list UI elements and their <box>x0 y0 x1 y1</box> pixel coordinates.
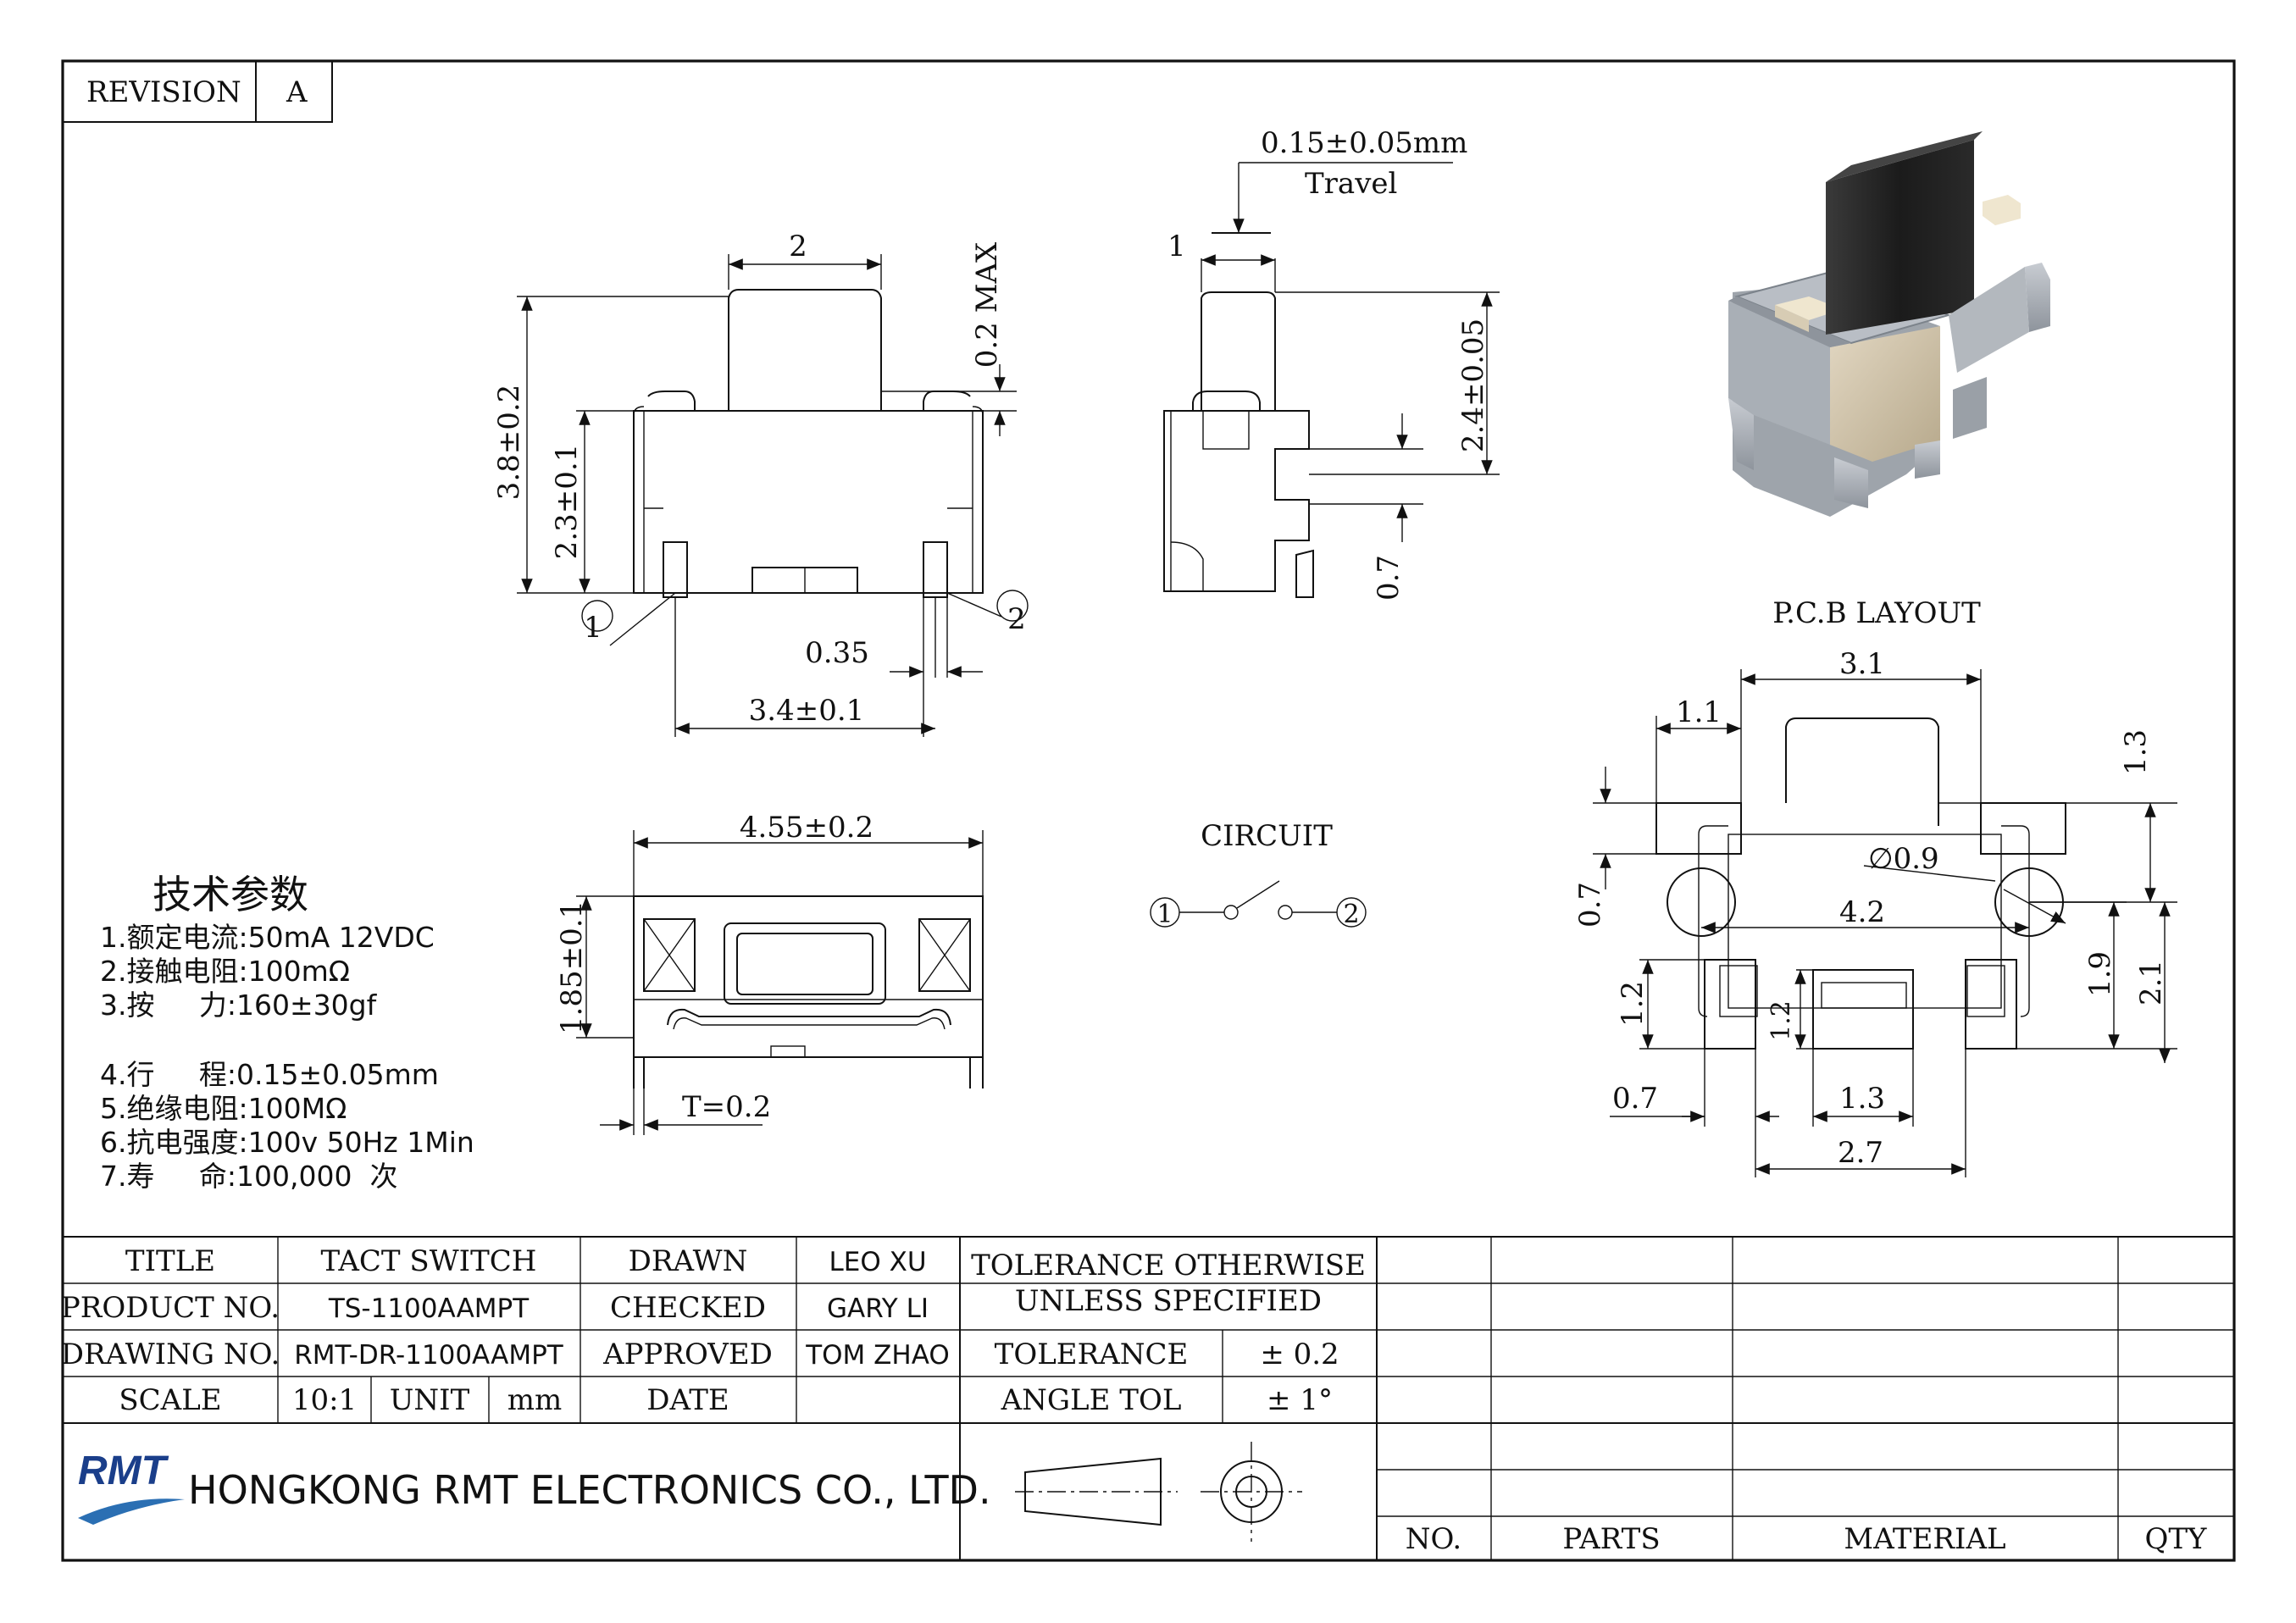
spec-line-1: 1.额定电流:50mA 12VDC <box>100 921 435 954</box>
projection-symbol <box>1015 1442 1302 1542</box>
dim-travel-value: 0.15±0.05mm <box>1261 126 1467 160</box>
dim-side-height: 2.4±0.05 <box>1456 319 1490 452</box>
tb-scale-label: SCALE <box>119 1383 221 1417</box>
tb-drawn-value: LEO XU <box>829 1247 926 1277</box>
pcb-dim-07b: 0.7 <box>1612 1082 1658 1116</box>
tb-date-label: DATE <box>646 1383 729 1417</box>
pin-2 <box>923 541 948 598</box>
specs-list: 技术参数 1.额定电流:50mA 12VDC 2.接触电阻:100mΩ 3.按 … <box>100 872 474 1193</box>
pin1-label: 1 <box>584 611 602 645</box>
front-actuator <box>728 289 882 411</box>
pcb-hole-left <box>1667 867 1736 937</box>
dim-top-width: 2 <box>789 230 807 263</box>
revision-box: REVISION A <box>62 60 333 123</box>
switch-3d-render <box>1728 131 2050 517</box>
dim-side-actuator: 1 <box>1167 230 1186 263</box>
tb-angle-label: ANGLE TOL <box>1001 1383 1182 1417</box>
specs-heading: 技术参数 <box>153 872 308 917</box>
spec-line-4: 4.行 程:0.15±0.05mm <box>100 1058 439 1091</box>
tb-tol-label: TOLERANCE <box>995 1338 1189 1371</box>
dim-pin-width: 0.35 <box>805 636 869 670</box>
pcb-pad-top-right <box>1980 802 2066 855</box>
tb-tol-header-2: UNLESS SPECIFIED <box>1015 1284 1322 1318</box>
revision-label: REVISION <box>86 75 241 109</box>
dim-bottom-height: 1.85±0.1 <box>555 900 589 1034</box>
tb-approved-label: APPROVED <box>602 1338 773 1371</box>
tb-unit-label: UNIT <box>390 1383 470 1417</box>
spec-line-2: 2.接触电阻:100mΩ <box>100 955 350 988</box>
tb-unit-value: mm <box>507 1383 562 1417</box>
company-logo: RMT <box>78 1449 185 1525</box>
pcb-layout: P.C.B LAYOUT 3.1 1.1 1.3 0.7 <box>1573 596 2177 1177</box>
pcb-dim-27: 2.7 <box>1838 1136 1883 1170</box>
dim-side-bottom: 0.7 <box>1372 555 1406 601</box>
title-block: TITLE TACT SWITCH PRODUCT NO. TS-1100AAM… <box>61 1236 2234 1560</box>
pcb-dim-21: 2.1 <box>2134 960 2168 1005</box>
tb-checked-value: GARY LI <box>827 1293 929 1324</box>
pin-1 <box>663 541 688 598</box>
bottom-window <box>724 922 886 1005</box>
company-name: HONGKONG RMT ELECTRONICS CO., LTD. <box>188 1467 991 1513</box>
tb-parts-material: MATERIAL <box>1844 1522 2005 1556</box>
circuit-symbol: CIRCUIT 1 2 <box>1150 819 1367 929</box>
pin2-label: 2 <box>1007 602 1026 636</box>
tb-drawing-label: DRAWING NO. <box>61 1338 280 1371</box>
tb-parts-no: NO. <box>1406 1522 1461 1556</box>
pcb-pad-bottom-left <box>1704 959 1756 1050</box>
spec-line-7: 7.寿 命:100,000 次 <box>100 1160 398 1193</box>
pcb-dim-11: 1.1 <box>1676 695 1722 729</box>
tb-parts-qty: QTY <box>2145 1522 2208 1556</box>
dim-travel-label: Travel <box>1305 167 1397 201</box>
front-body <box>633 410 984 594</box>
side-actuator <box>1201 291 1276 411</box>
dim-max: 0.2 MAX <box>970 241 1004 368</box>
dim-pin-span: 3.4±0.1 <box>749 694 865 728</box>
pcb-dim-13b: 1.3 <box>1839 1082 1885 1116</box>
dim-thickness: T=0.2 <box>682 1090 771 1124</box>
tb-title-label: TITLE <box>125 1244 215 1278</box>
circuit-node-2: 2 <box>1343 900 1359 929</box>
spec-line-6: 6.抗电强度:100v 50Hz 1Min <box>100 1126 474 1159</box>
dim-bottom-width: 4.55±0.2 <box>740 811 873 845</box>
bottom-pad-right <box>918 918 971 992</box>
tb-tol-header-1: TOLERANCE OTHERWISE <box>971 1249 1366 1282</box>
pcb-dim-19: 1.9 <box>2083 951 2117 997</box>
pcb-dim-31: 3.1 <box>1839 647 1885 681</box>
pcb-dim-13: 1.3 <box>2119 729 2153 775</box>
tb-approved-value: TOM ZHAO <box>805 1340 950 1371</box>
tb-product-label: PRODUCT NO. <box>61 1291 280 1325</box>
dim-height-total: 3.8±0.2 <box>492 385 526 501</box>
pcb-pad-center <box>1812 969 1914 1050</box>
bottom-pad-left <box>643 918 696 992</box>
revision-value: A <box>286 75 308 109</box>
tb-drawn-label: DRAWN <box>629 1244 748 1278</box>
tb-scale-value: 10:1 <box>292 1383 357 1417</box>
bottom-body <box>633 895 984 1058</box>
pcb-dim-09: ∅0.9 <box>1868 842 1939 876</box>
tb-tol-value: ± 0.2 <box>1260 1338 1339 1371</box>
spec-line-5: 5.绝缘电阻:100MΩ <box>100 1092 347 1125</box>
bottom-view: 4.55±0.2 1.85±0.1 T=0.2 <box>555 811 984 1135</box>
pcb-pad-bottom-right <box>1965 959 2017 1050</box>
tb-parts-parts: PARTS <box>1562 1522 1660 1556</box>
pcb-title: P.C.B LAYOUT <box>1772 596 1981 630</box>
dim-height-body: 2.3±0.1 <box>550 444 584 560</box>
tb-title-value: TACT SWITCH <box>321 1244 537 1278</box>
pcb-dim-07a: 0.7 <box>1573 882 1607 928</box>
circuit-node-1: 1 <box>1156 900 1173 929</box>
side-view: 1 0.15±0.05mm Travel 2.4±0.05 0.7 <box>1163 126 1500 601</box>
front-view: 2 3.8±0.2 2.3±0.1 0.2 MAX 3.4±0.1 0.35 1… <box>492 230 1029 737</box>
circuit-title: CIRCUIT <box>1201 819 1333 853</box>
tb-checked-label: CHECKED <box>610 1291 766 1325</box>
spec-line-3: 3.按 力:160±30gf <box>100 989 378 1022</box>
logo-text: RMT <box>78 1449 169 1493</box>
pcb-dim-12b: 1.2 <box>1766 1000 1796 1041</box>
sheet-border <box>61 59 2236 1562</box>
tb-angle-value: ± 1° <box>1267 1383 1333 1417</box>
pcb-dim-42: 4.2 <box>1839 895 1885 929</box>
tb-product-value: TS-1100AAMPT <box>328 1293 530 1324</box>
pcb-dim-12a: 1.2 <box>1616 981 1650 1027</box>
tb-drawing-value: RMT-DR-1100AAMPT <box>294 1340 564 1371</box>
